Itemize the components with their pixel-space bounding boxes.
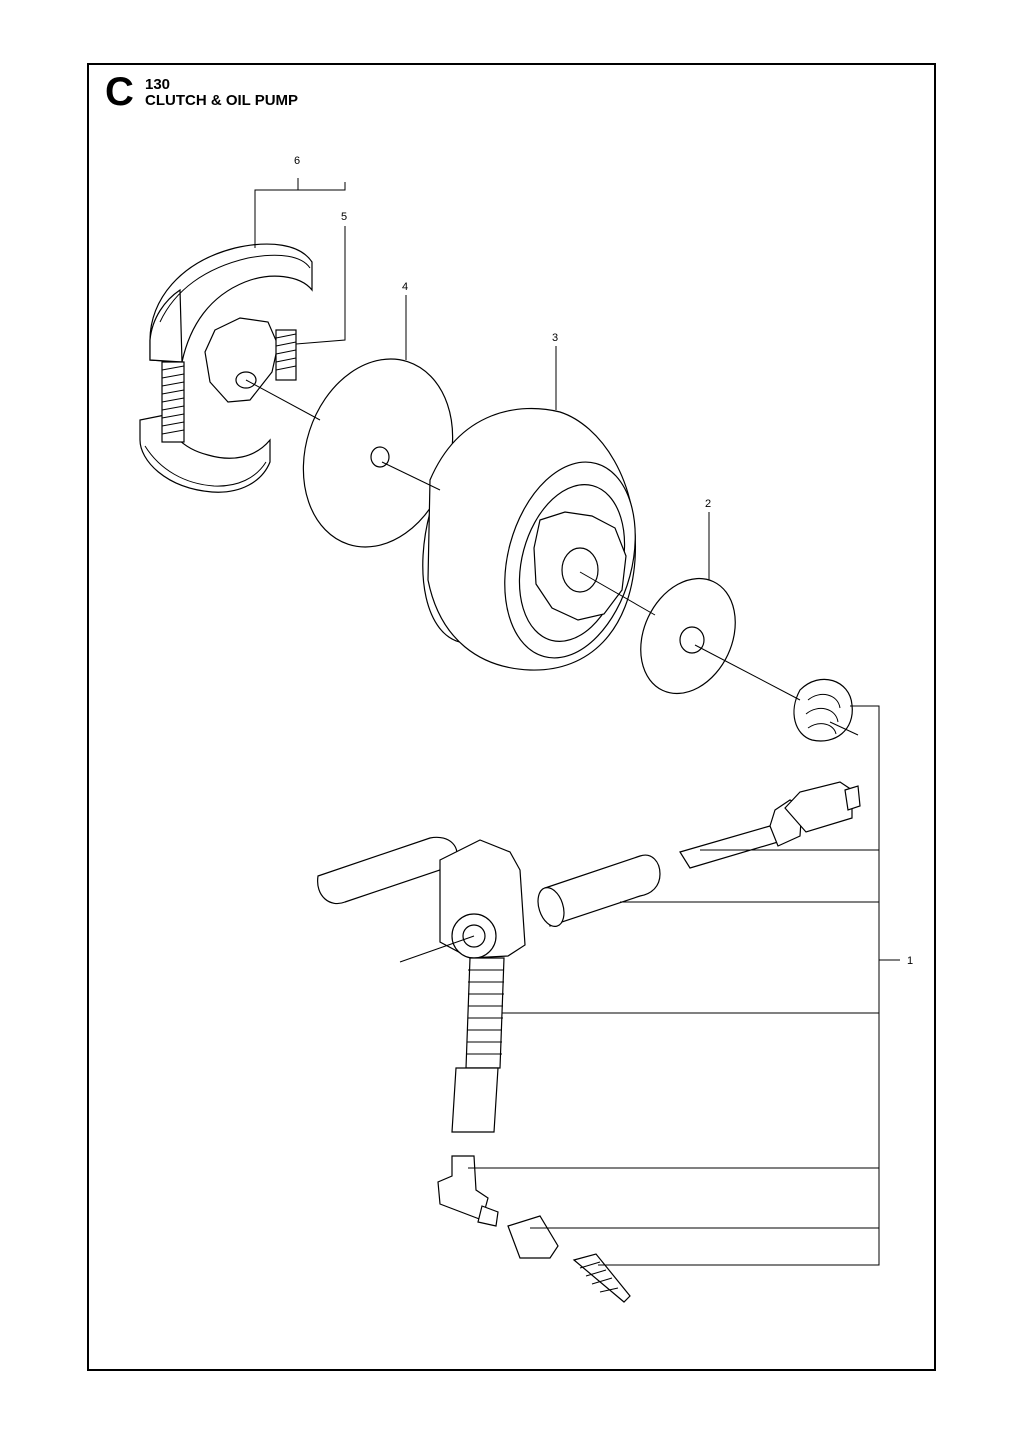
callout-6: 6 [294,155,300,167]
washer-disc [302,358,454,548]
nozzle-fitting [507,1215,559,1259]
pump-piston [537,854,661,927]
clutch-shoe-assembly [139,243,313,493]
leader-lines [245,178,900,1266]
section-letter: C [105,70,134,114]
washer [640,577,736,695]
callout-2: 2 [705,498,711,510]
oil-hose [451,957,505,1133]
callout-4: 4 [402,281,408,293]
oil-pump-spring [793,678,853,742]
callout-1: 1 [907,955,913,967]
elbow-fitting [437,1155,499,1227]
strainer-screw [572,1253,631,1303]
oil-pump-housing [317,836,526,959]
callout-5: 5 [341,211,347,223]
callout-3: 3 [552,332,558,344]
page-title: CLUTCH & OIL PUMP [145,92,299,109]
pump-gear-shaft [679,781,861,869]
model-number: 130 [145,76,171,93]
clutch-drum [422,407,636,671]
page-frame [87,63,936,1371]
